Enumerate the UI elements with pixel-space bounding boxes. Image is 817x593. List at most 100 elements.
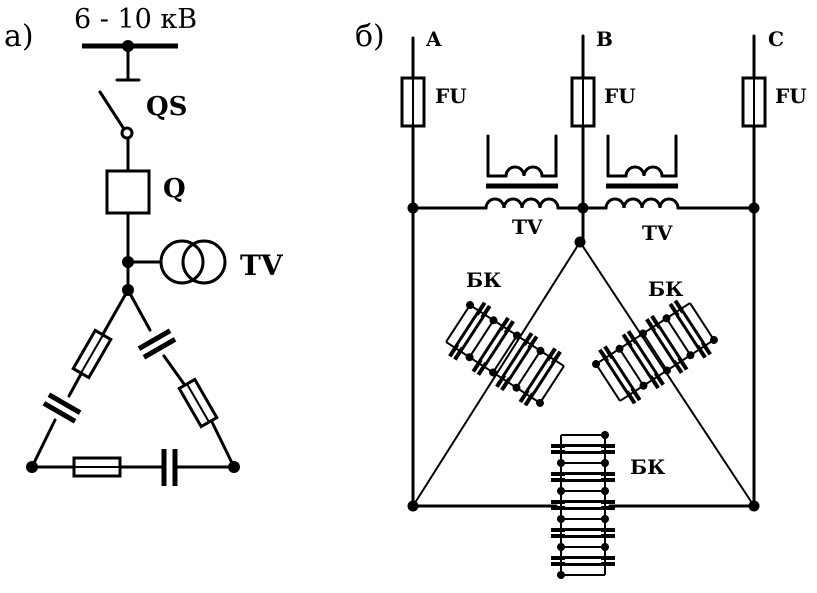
- fuse-c-label: FU: [775, 84, 807, 108]
- bank-capacitor-gap: [565, 447, 601, 451]
- bank-node: [601, 515, 609, 523]
- delta-left-wire-3: [30, 418, 57, 469]
- breaker-box: [105, 169, 151, 215]
- bank-capacitor-gap: [565, 531, 601, 535]
- bank-node: [465, 353, 474, 362]
- bank-capacitor-plate: [453, 304, 492, 361]
- bank-node: [557, 487, 565, 495]
- bank-capacitor-gap: [631, 343, 655, 376]
- bank-capacitor-gap: [565, 559, 601, 563]
- disconnector-blade: [98, 90, 126, 131]
- node-b-tv: [577, 202, 589, 214]
- bank-capacitor-plate: [668, 302, 707, 359]
- node-c-tv: [748, 202, 760, 214]
- bank-node: [512, 383, 521, 392]
- bank-bottom-label: БК: [630, 455, 665, 479]
- delta-left-capacitor: [42, 392, 82, 424]
- bank-node: [592, 360, 601, 369]
- bank-capacitor-plate: [650, 314, 689, 371]
- bank-node: [557, 515, 565, 523]
- fuse-a-label: FU: [435, 84, 467, 108]
- bank-node: [536, 346, 545, 355]
- fuse-b-label: FU: [604, 84, 636, 108]
- fuse-b: [570, 76, 596, 128]
- switch-label: QS: [146, 92, 187, 122]
- bank-capacitor-plate: [471, 316, 510, 373]
- bank-rail-side: [689, 302, 715, 341]
- bank-rail-side: [445, 304, 471, 343]
- bank-node: [601, 431, 609, 439]
- bank-node: [557, 459, 565, 467]
- bank-node: [557, 543, 565, 551]
- phase-a-label: A: [425, 27, 442, 51]
- panel-b-label: б): [355, 19, 385, 54]
- bank-capacitor-plate: [598, 348, 637, 405]
- panel-a: а) 6 - 10 кВ QS Q TV: [4, 4, 284, 486]
- bank-node: [615, 344, 624, 353]
- phase-c-label: C: [768, 27, 784, 51]
- tv1-label: TV: [512, 215, 543, 239]
- delta-right-wire-3: [210, 420, 236, 469]
- bank-capacitor-gap: [608, 358, 632, 392]
- bank-capacitor-plate: [626, 330, 665, 386]
- bank-link: [618, 348, 645, 387]
- phase-b-label: B: [596, 27, 613, 51]
- tv-winding-2: [181, 239, 227, 285]
- bank-node: [601, 459, 609, 467]
- capacitor-bank-bottom: [551, 431, 615, 579]
- disconnector-pivot: [120, 126, 134, 140]
- bank-node: [662, 366, 671, 375]
- bank-node: [489, 368, 498, 377]
- bank-node: [639, 329, 648, 338]
- fuse-a: [400, 76, 426, 128]
- delta-right-capacitor: [137, 328, 177, 360]
- bank-link: [515, 350, 542, 389]
- capacitor-cells: [551, 431, 615, 579]
- bank-capacitor-plate: [448, 301, 487, 358]
- bank-right-label: БК: [648, 277, 683, 301]
- delta-right-wire-2: [162, 354, 186, 386]
- delta-right-wire-1: [126, 288, 152, 332]
- delta-left-wire-2: [67, 372, 83, 398]
- bank-capacitor-gap: [678, 312, 702, 346]
- bank-capacitor-plate: [518, 347, 557, 404]
- voltage-label: 6 - 10 кВ: [74, 4, 197, 35]
- panel-a-label: а): [4, 19, 34, 54]
- tv1-secondary: [486, 134, 558, 178]
- bank-capacitor-gap: [458, 314, 482, 348]
- bank-capacitor-plate: [476, 320, 515, 376]
- bank-node: [489, 316, 498, 325]
- tv2-label: TV: [642, 221, 673, 245]
- bank-rail-side: [595, 363, 621, 402]
- bank-left-label: БК: [466, 268, 501, 292]
- bank-link: [665, 317, 692, 356]
- capacitor-bank-left: [445, 301, 565, 407]
- tv2-primary-coil: [604, 197, 680, 210]
- capacitor-cells: [592, 299, 718, 405]
- bank-capacitor-plate: [673, 299, 712, 356]
- bank-capacitor-plate: [500, 335, 539, 392]
- bank-node: [709, 335, 718, 344]
- bank-capacitor-plate: [621, 333, 660, 390]
- bank-capacitor-gap: [481, 330, 505, 363]
- capacitor-bank-right: [592, 299, 718, 405]
- fuse-c: [741, 76, 767, 128]
- bank-capacitor-gap: [528, 360, 552, 394]
- tv-label: TV: [240, 249, 284, 282]
- bank-node: [662, 314, 671, 323]
- bank-capacitor-gap: [655, 328, 679, 361]
- bank-link: [468, 319, 495, 358]
- bank-node: [535, 398, 544, 407]
- bank-link: [492, 335, 518, 373]
- bank-link: [642, 333, 668, 371]
- bank-rail-side: [539, 365, 565, 404]
- node-a-tv: [407, 202, 419, 214]
- bank-capacitor-gap: [565, 475, 601, 479]
- breaker-label: Q: [163, 174, 186, 204]
- bank-capacitor-plate: [523, 350, 562, 407]
- bank-capacitor-gap: [565, 503, 601, 507]
- bank-capacitor-plate: [495, 332, 534, 388]
- bank-capacitor-plate: [603, 345, 642, 402]
- bank-capacitor-gap: [505, 345, 529, 378]
